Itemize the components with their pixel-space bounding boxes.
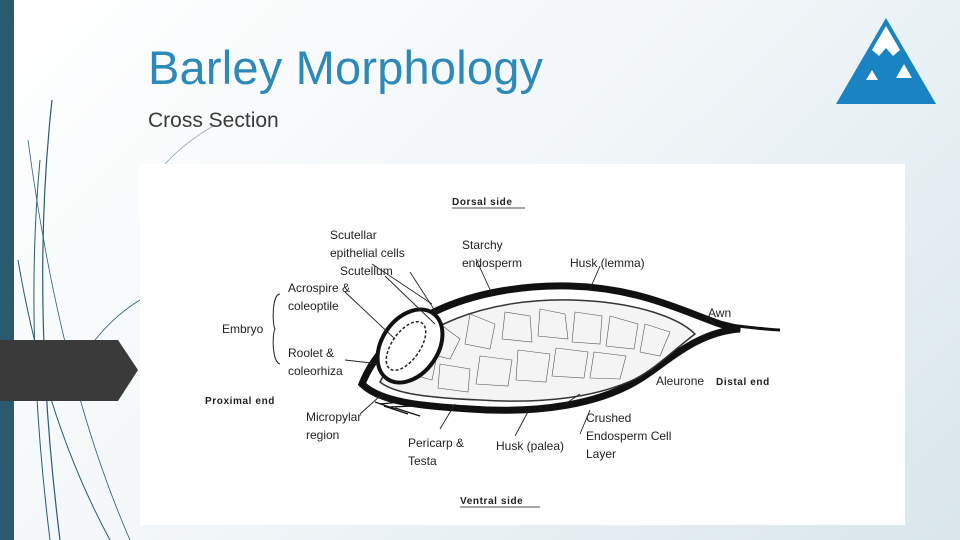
left-tab-shape — [0, 340, 138, 401]
acrospire-label: Acrospire & — [288, 281, 350, 295]
pericarp-label: Pericarp & — [408, 436, 464, 450]
endosperm-region — [379, 299, 697, 402]
ventral-side-label: Ventral side — [460, 496, 523, 507]
embryo-outline — [375, 307, 445, 385]
coleorhiza-label: coleorhiza — [288, 364, 343, 378]
dorsal-side-label: Dorsal side — [452, 197, 513, 208]
barley-diagram: Dorsal side Ventral side Proximal end Di… — [205, 197, 781, 508]
testa-label: Testa — [408, 454, 437, 468]
layer-label: Layer — [586, 447, 616, 461]
slide-subtitle: Cross Section — [148, 109, 279, 132]
micropylar-label: Micropylar — [306, 410, 361, 424]
embryo-label: Embryo — [222, 322, 264, 336]
distal-end-label: Distal end — [716, 377, 770, 388]
awn — [719, 322, 781, 332]
starchy-label: Starchy — [462, 238, 503, 252]
endosperm-cells — [409, 308, 671, 393]
awn-label: Awn — [708, 306, 731, 320]
leader-lines — [272, 258, 716, 437]
left-accent-bar — [0, 0, 14, 540]
aleurone-label: Aleurone — [656, 374, 704, 388]
husk-lemma-label: Husk (lemma) — [570, 256, 645, 270]
rootlet-label: Roolet & — [288, 346, 334, 360]
slide-title: Barley Morphology — [148, 41, 544, 94]
endosperm-label: endosperm — [462, 256, 522, 270]
coleoptile-label: coleoptile — [288, 299, 339, 313]
barley-cross-section-figure: Dorsal side Ventral side Proximal end Di… — [140, 164, 905, 525]
crushed-label: Crushed — [586, 411, 631, 425]
region-label: region — [306, 428, 339, 442]
rootlets — [374, 401, 421, 417]
husk-palea-label: Husk (palea) — [496, 439, 564, 453]
mountain-logo-icon — [836, 18, 936, 104]
scutellar-label: Scutellar — [330, 228, 377, 242]
scutellum-label: Scutellum — [340, 264, 393, 278]
endosperm-cell-label: Endosperm Cell — [586, 429, 671, 443]
epithelial-cells-label: epithelial cells — [330, 246, 405, 260]
proximal-end-label: Proximal end — [205, 396, 275, 407]
